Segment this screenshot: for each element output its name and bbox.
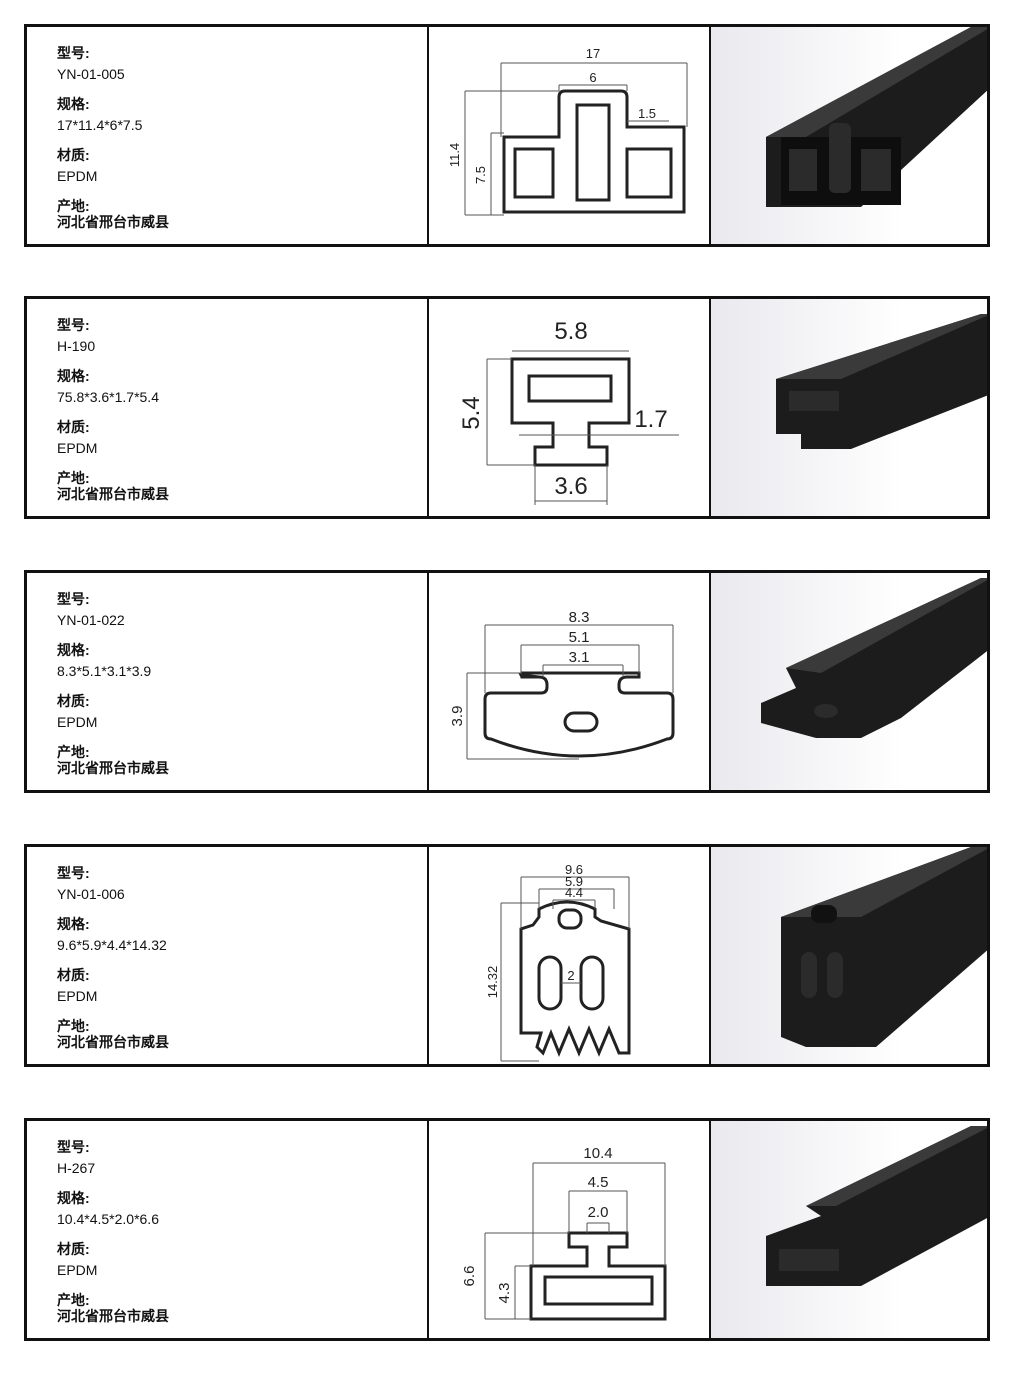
- dim-label: 4.5: [588, 1174, 609, 1191]
- material-label: 材质:: [57, 147, 90, 163]
- model-value: YN-01-005: [57, 66, 125, 82]
- material-value: EPDM: [57, 988, 98, 1004]
- origin-value: 河北省邢台市威县: [57, 760, 169, 776]
- dim-label: 14.32: [485, 966, 500, 999]
- dim-label: 5.8: [554, 318, 587, 345]
- origin-label: 产地:: [57, 1292, 90, 1308]
- dim-label: 4.4: [565, 885, 583, 900]
- model-label: 型号:: [57, 591, 90, 607]
- product-render-image: [761, 578, 987, 738]
- profile-diagram: 8.3 5.1 3.1 3.9: [449, 609, 675, 760]
- product-info: 型号: H-190 规格: 75.8*3.6*1.7*5.4 材质: EPDM …: [27, 299, 429, 516]
- product-card: 型号: YN-01-006 规格: 9.6*5.9*4.4*14.32 材质: …: [24, 844, 990, 1067]
- origin-value: 河北省邢台市威县: [57, 1034, 169, 1050]
- profile-diagram: 17 6 1.5 11.4 7.5: [447, 46, 688, 216]
- model-value: YN-01-006: [57, 886, 125, 902]
- product-card: 型号: H-267 规格: 10.4*4.5*2.0*6.6 材质: EPDM …: [24, 1118, 990, 1341]
- spec-label: 规格:: [57, 368, 90, 384]
- product-render: [711, 27, 987, 244]
- profile-drawing: 9.6 5.9 4.4 14.32 2: [429, 847, 711, 1064]
- product-render: [711, 1121, 987, 1338]
- product-render-image: [766, 27, 987, 207]
- dim-label: 10.4: [583, 1145, 612, 1162]
- origin-label: 产地:: [57, 198, 90, 214]
- product-card: 型号: YN-01-005 规格: 17*11.4*6*7.5 材质: EPDM…: [24, 24, 990, 247]
- dim-label: 17: [586, 46, 600, 61]
- model-label: 型号:: [57, 317, 90, 333]
- origin-label: 产地:: [57, 1018, 90, 1034]
- origin-label: 产地:: [57, 744, 90, 760]
- dim-label: 5.4: [458, 396, 485, 429]
- product-render: [711, 299, 987, 516]
- product-card: 型号: YN-01-022 规格: 8.3*5.1*3.1*3.9 材质: EP…: [24, 570, 990, 793]
- product-render-image: [781, 847, 987, 1047]
- material-value: EPDM: [57, 440, 98, 456]
- material-value: EPDM: [57, 714, 98, 730]
- model-value: H-190: [57, 338, 96, 354]
- product-render-image: [766, 1126, 987, 1286]
- dim-label: 2: [567, 968, 574, 983]
- spec-value: 75.8*3.6*1.7*5.4: [57, 389, 159, 405]
- material-value: EPDM: [57, 168, 98, 184]
- spec-label: 规格:: [57, 1190, 90, 1206]
- profile-drawing: 10.4 4.5 2.0 6.6 4.3: [429, 1121, 711, 1338]
- dim-label: 5.9: [565, 874, 583, 889]
- dim-label: 4.3: [496, 1283, 513, 1304]
- product-render: [711, 847, 987, 1064]
- dim-label: 11.4: [447, 143, 462, 167]
- dim-label: 6: [589, 70, 596, 85]
- product-card: 型号: H-190 规格: 75.8*3.6*1.7*5.4 材质: EPDM …: [24, 296, 990, 519]
- dim-label: 9.6: [565, 862, 583, 877]
- spec-label: 规格:: [57, 916, 90, 932]
- product-info: 型号: YN-01-005 规格: 17*11.4*6*7.5 材质: EPDM…: [27, 27, 429, 244]
- model-label: 型号:: [57, 1139, 90, 1155]
- dim-label: 7.5: [473, 166, 488, 184]
- model-value: H-267: [57, 1160, 96, 1176]
- product-info: 型号: H-267 规格: 10.4*4.5*2.0*6.6 材质: EPDM …: [27, 1121, 429, 1338]
- profile-drawing: 17 6 1.5 11.4 7.5: [429, 27, 711, 244]
- material-label: 材质:: [57, 1241, 90, 1257]
- product-render-image: [776, 314, 987, 449]
- product-info: 型号: YN-01-022 规格: 8.3*5.1*3.1*3.9 材质: EP…: [27, 573, 429, 790]
- spec-value: 10.4*4.5*2.0*6.6: [57, 1211, 159, 1227]
- product-render: [711, 573, 987, 790]
- material-value: EPDM: [57, 1262, 98, 1278]
- dim-label: 3.9: [449, 706, 466, 727]
- spec-label: 规格:: [57, 96, 90, 112]
- profile-diagram: 5.8 5.4 1.7 3.6: [458, 318, 679, 505]
- material-label: 材质:: [57, 419, 90, 435]
- model-label: 型号:: [57, 865, 90, 881]
- material-label: 材质:: [57, 693, 90, 709]
- origin-value: 河北省邢台市威县: [57, 1308, 169, 1324]
- origin-value: 河北省邢台市威县: [57, 486, 169, 502]
- profile-drawing: 8.3 5.1 3.1 3.9: [429, 573, 711, 790]
- spec-label: 规格:: [57, 642, 90, 658]
- dim-label: 5.1: [569, 629, 590, 646]
- dim-label: 8.3: [569, 609, 590, 626]
- dim-label: 3.6: [554, 473, 587, 500]
- origin-label: 产地:: [57, 470, 90, 486]
- profile-drawing: 5.8 5.4 1.7 3.6: [429, 299, 711, 516]
- dim-label: 2.0: [588, 1204, 609, 1221]
- spec-value: 17*11.4*6*7.5: [57, 117, 143, 133]
- profile-diagram: 10.4 4.5 2.0 6.6 4.3: [461, 1145, 667, 1321]
- material-label: 材质:: [57, 967, 90, 983]
- profile-diagram: 9.6 5.9 4.4 14.32 2: [485, 862, 631, 1062]
- model-value: YN-01-022: [57, 612, 125, 628]
- dim-label: 6.6: [461, 1266, 478, 1287]
- dim-label: 1.7: [634, 406, 667, 433]
- product-info: 型号: YN-01-006 规格: 9.6*5.9*4.4*14.32 材质: …: [27, 847, 429, 1064]
- spec-value: 9.6*5.9*4.4*14.32: [57, 937, 167, 953]
- dim-label: 1.5: [638, 106, 656, 121]
- spec-value: 8.3*5.1*3.1*3.9: [57, 663, 152, 679]
- dim-label: 3.1: [569, 649, 590, 666]
- model-label: 型号:: [57, 45, 90, 61]
- origin-value: 河北省邢台市威县: [57, 214, 169, 230]
